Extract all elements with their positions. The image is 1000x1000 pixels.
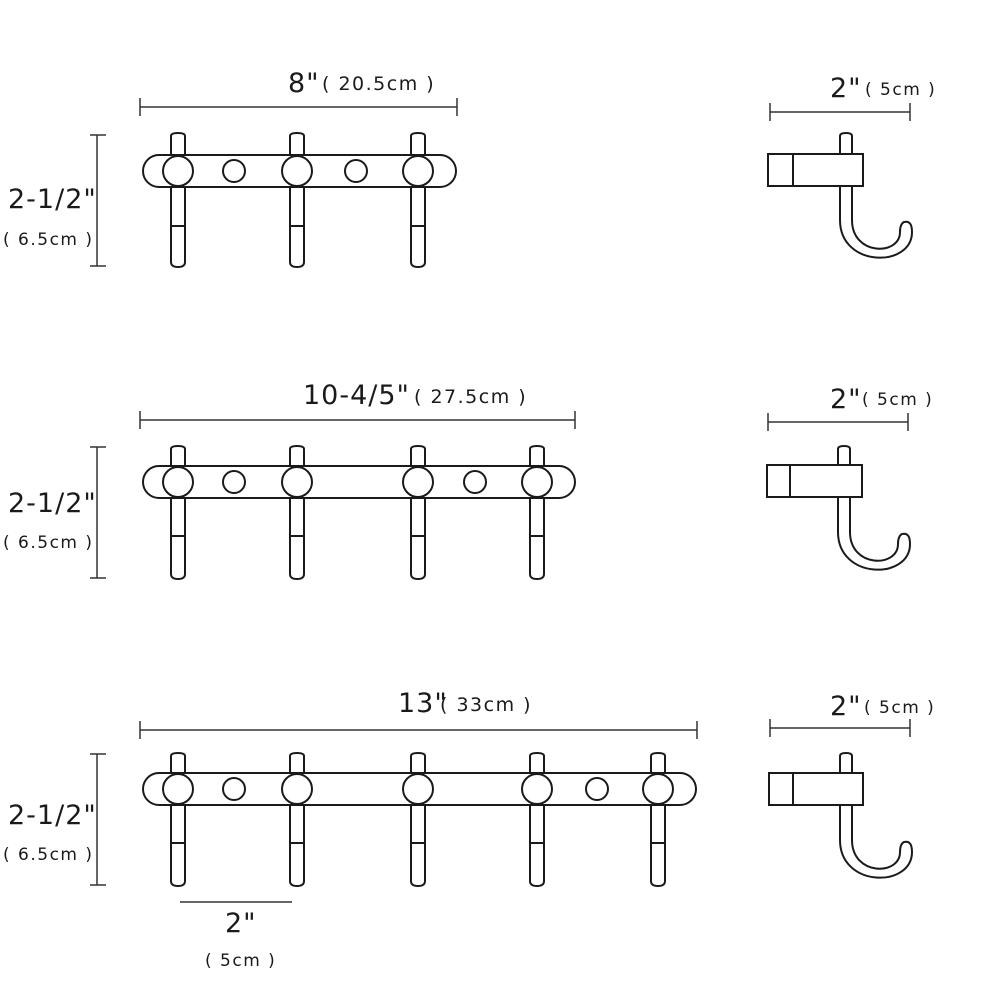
hook-peg [281, 751, 313, 888]
mounting-hole [222, 159, 246, 183]
mounting-hole [222, 777, 246, 801]
side-width-dimension [769, 103, 911, 121]
side-width-label: 2" [830, 691, 862, 722]
rack-width-cm: ( 27.5cm ) [414, 386, 527, 408]
rack-rail [142, 772, 697, 806]
hook-peg [402, 131, 434, 269]
side-width-cm: ( 5cm ) [865, 80, 936, 100]
hook-peg [402, 751, 434, 888]
rack-width-cm: ( 20.5cm ) [322, 73, 435, 95]
rack-rail [142, 465, 576, 499]
rack-4-hooks: 10-4/5" ( 27.5cm ) 2-1/2" ( 6.5cm ) [3, 380, 933, 581]
mounting-hole [463, 470, 487, 494]
mounting-hole [585, 777, 609, 801]
rack-width-label: 8" [288, 68, 320, 99]
rack-height-label: 2-1/2" [8, 184, 97, 215]
rack-height-cm: ( 6.5cm ) [3, 533, 94, 553]
rack-height-cm: ( 6.5cm ) [3, 230, 94, 250]
rack-height-label: 2-1/2" [8, 488, 97, 519]
rack-width-dimension [139, 721, 698, 739]
mounting-hole [344, 159, 368, 183]
rack-3-hooks: 8" ( 20.5cm ) 2-1/2" ( 6.5cm ) [3, 68, 936, 269]
side-width-cm: ( 5cm ) [862, 390, 933, 410]
rack-5-hooks: 13" ( 33cm ) 2-1/2" ( 6.5cm ) [3, 688, 935, 971]
side-width-dimension [769, 719, 911, 737]
hook-spacing-cm: ( 5cm ) [205, 951, 276, 971]
side-width-label: 2" [830, 384, 862, 415]
hook-peg [162, 751, 194, 888]
rack-height-cm: ( 6.5cm ) [3, 845, 94, 865]
side-width-cm: ( 5cm ) [864, 698, 935, 718]
rack-rail [142, 154, 457, 188]
hook-peg [402, 444, 434, 581]
hook-side-view [766, 444, 912, 571]
mounting-hole [222, 470, 246, 494]
rack-width-dimension [139, 411, 576, 429]
hook-spacing-label: 2" [225, 908, 257, 939]
hook-peg [521, 444, 553, 581]
side-width-dimension [767, 413, 909, 431]
rack-width-label: 13" [398, 688, 448, 719]
rack-width-dimension [139, 98, 458, 116]
rack-height-dimension [90, 446, 106, 579]
rack-width-label: 10-4/5" [303, 380, 410, 411]
hook-peg [162, 131, 194, 269]
hook-peg [521, 751, 553, 888]
rack-height-dimension [90, 753, 106, 886]
hook-peg [281, 131, 313, 269]
rack-width-cm: ( 33cm ) [440, 694, 532, 716]
hook-peg [642, 751, 674, 888]
side-width-label: 2" [830, 73, 862, 104]
hook-side-view [767, 131, 914, 259]
hook-side-view [768, 751, 914, 879]
hook-peg [162, 444, 194, 581]
hook-peg [281, 444, 313, 581]
rack-height-label: 2-1/2" [8, 800, 97, 831]
rack-height-dimension [90, 134, 106, 267]
